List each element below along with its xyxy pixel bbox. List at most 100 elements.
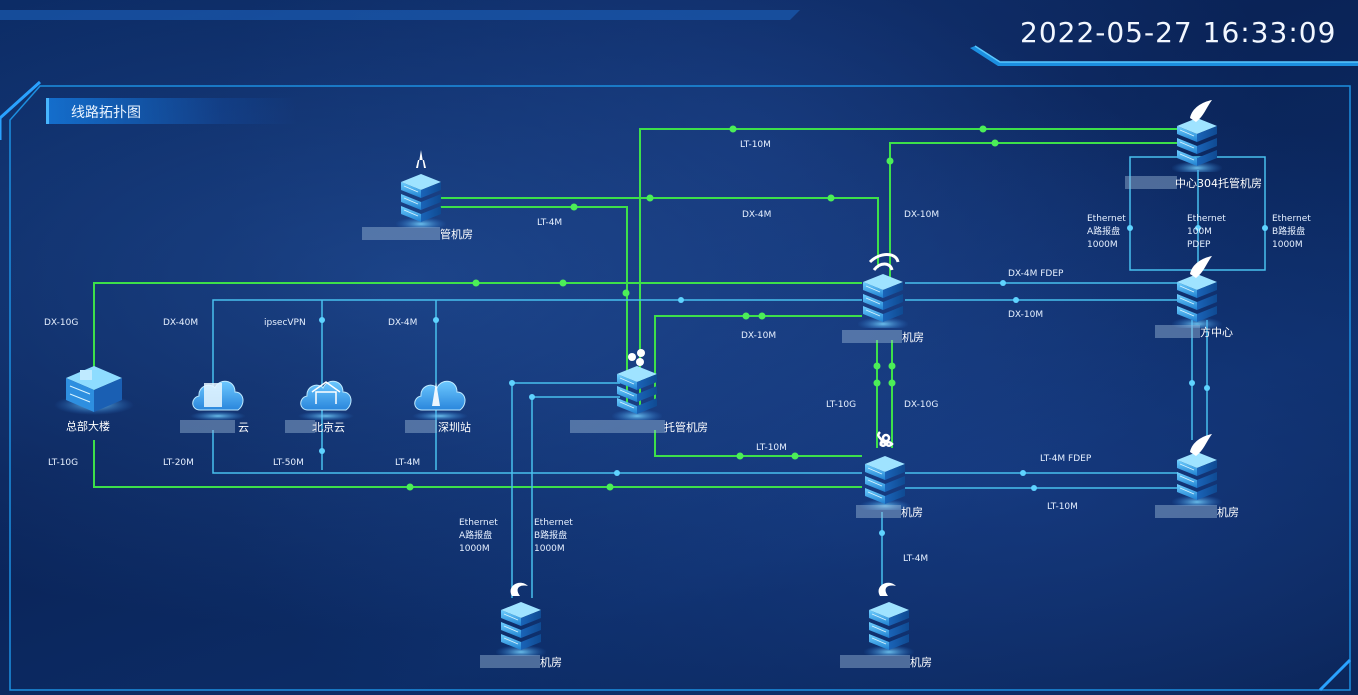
node-cloud-a-label: 云 [238,421,249,434]
panel-title-bar: 线路拓扑图 [46,98,297,124]
node-unicom-room[interactable]: 机房 [856,431,923,519]
svg-text:Ethernet: Ethernet [534,518,573,528]
svg-text:Ethernet: Ethernet [1187,214,1226,224]
redacted-block [570,420,665,433]
redacted-block [842,330,902,343]
label-dx4m-sz: DX-4M [388,318,417,328]
redacted-block [480,655,540,668]
svg-text:Ethernet: Ethernet [1087,214,1126,224]
node-hq-label: 总部大楼 [66,419,110,433]
svg-text:1000M: 1000M [534,544,565,554]
redacted-block [180,420,235,433]
svg-text:100M: 100M [1187,227,1212,237]
link-dots [319,125,1268,536]
label-dx4m-fdep: DX-4M FDEP [1008,269,1064,279]
label-lt10m-mid: LT-10M [756,443,787,453]
cloud-tower-icon [411,380,469,420]
redacted-block [1125,176,1177,189]
node-cloud-bj-label: 北京云 [312,420,345,434]
redacted-block [405,420,437,433]
server-rack-icon [1172,273,1222,328]
cloud-temple-icon [297,380,355,420]
server-rack-icon [864,601,914,656]
node-cloud-sz-label: 深圳站 [438,420,471,434]
node-telecom-room[interactable]: 机房 [842,253,924,345]
china-mobile-logo [878,582,896,596]
feather-logo [1190,434,1212,456]
label-lt10g-left: LT-10G [48,458,78,468]
redacted-block [1155,325,1200,338]
label-dx40m: DX-40M [163,318,198,328]
label-dx4m-top: DX-4M [742,210,771,220]
node-bottom-mid[interactable]: 机房 [840,582,932,669]
feather-logo [1190,100,1212,122]
svg-text:Ethernet: Ethernet [459,518,498,528]
node-hq[interactable]: 总部大楼 [54,366,134,433]
node-center304-label: 中心304托管机房 [1175,176,1262,190]
china-unicom-logo [877,431,894,447]
svg-text:B路报盘: B路报盘 [1272,225,1305,237]
label-ethernet-b-bottom: Ethernet B路报盘 1000M [534,518,573,554]
label-ipsecvpn: ipsecVPN [264,318,306,328]
svg-text:PDEP: PDEP [1187,240,1211,250]
label-dx10m-right: DX-10M [1008,310,1043,320]
server-rack-icon [612,365,662,420]
svg-text:A路报盘: A路报盘 [459,529,492,541]
svg-text:A路报盘: A路报盘 [1087,225,1120,237]
label-ethernet-pdep-top: Ethernet 100M PDEP [1187,214,1226,250]
svg-text:B路报盘: B路报盘 [534,529,567,541]
label-lt4m-bottom: LT-4M [903,554,928,564]
label-dx10m-vertical: DX-10M [904,210,939,220]
node-bottom-mid-label: 机房 [910,655,932,669]
china-mobile-logo [510,582,528,596]
node-idc-mid-label: 托管机房 [664,420,708,434]
svg-text:1000M: 1000M [1087,240,1118,250]
svg-text:Ethernet: Ethernet [1272,214,1311,224]
server-rack-icon [1172,451,1222,506]
feather-logo [1190,256,1212,278]
server-rack-icon [1172,117,1222,172]
node-idc-top[interactable]: 管机房 [362,150,473,241]
label-lt4m-fdep: LT-4M FDEP [1040,454,1092,464]
node-cloud-a[interactable]: 云 [180,380,249,434]
server-rack-icon [860,455,910,510]
svg-text:1000M: 1000M [1272,240,1303,250]
node-right-room[interactable]: 机房 [1155,434,1239,519]
node-telecom-room-label: 机房 [902,330,924,344]
label-ethernet-b-top: Ethernet B路报盘 1000M [1272,214,1311,250]
redacted-block [856,505,901,518]
redacted-block [285,420,315,433]
server-rack-icon [396,173,446,228]
node-center-b-label: 方中心 [1200,325,1233,339]
node-center304[interactable]: 中心304托管机房 [1125,100,1262,190]
redacted-block [840,655,910,668]
node-cloud-bj[interactable]: 北京云 [285,380,355,434]
link-labels: LT-10M LT-4M DX-4M DX-10M Ethernet A路报盘 … [44,140,1311,564]
label-lt50m: LT-50M [273,458,304,468]
label-lt10g-vertical: LT-10G [826,400,856,410]
label-lt4m-top: LT-4M [537,218,562,228]
server-rack-icon [858,273,908,328]
node-bottom-left-label: 机房 [540,655,562,669]
node-cloud-sz[interactable]: 深圳站 [405,380,471,434]
redacted-block [362,227,440,240]
redacted-block [1155,505,1217,518]
node-unicom-room-label: 机房 [901,505,923,519]
node-bottom-left[interactable]: 机房 [480,582,562,669]
svg-text:1000M: 1000M [459,544,490,554]
frame [0,10,1358,692]
label-lt10m-top: LT-10M [740,140,771,150]
green-links [93,128,1178,488]
label-ethernet-a-top: Ethernet A路报盘 1000M [1087,214,1126,250]
label-lt20m: LT-20M [163,458,194,468]
china-telecom-logo [868,253,900,271]
server-rack-icon [496,601,546,656]
node-idc-mid[interactable]: 托管机房 [570,349,708,434]
label-dx10g-left: DX-10G [44,318,78,328]
node-idc-top-label: 管机房 [440,227,473,241]
blue-links [212,156,1266,598]
node-center-b[interactable]: 方中心 [1155,256,1233,339]
label-lt4m-sz: LT-4M [395,458,420,468]
leaf-logo [628,349,645,366]
node-right-room-label: 机房 [1217,505,1239,519]
